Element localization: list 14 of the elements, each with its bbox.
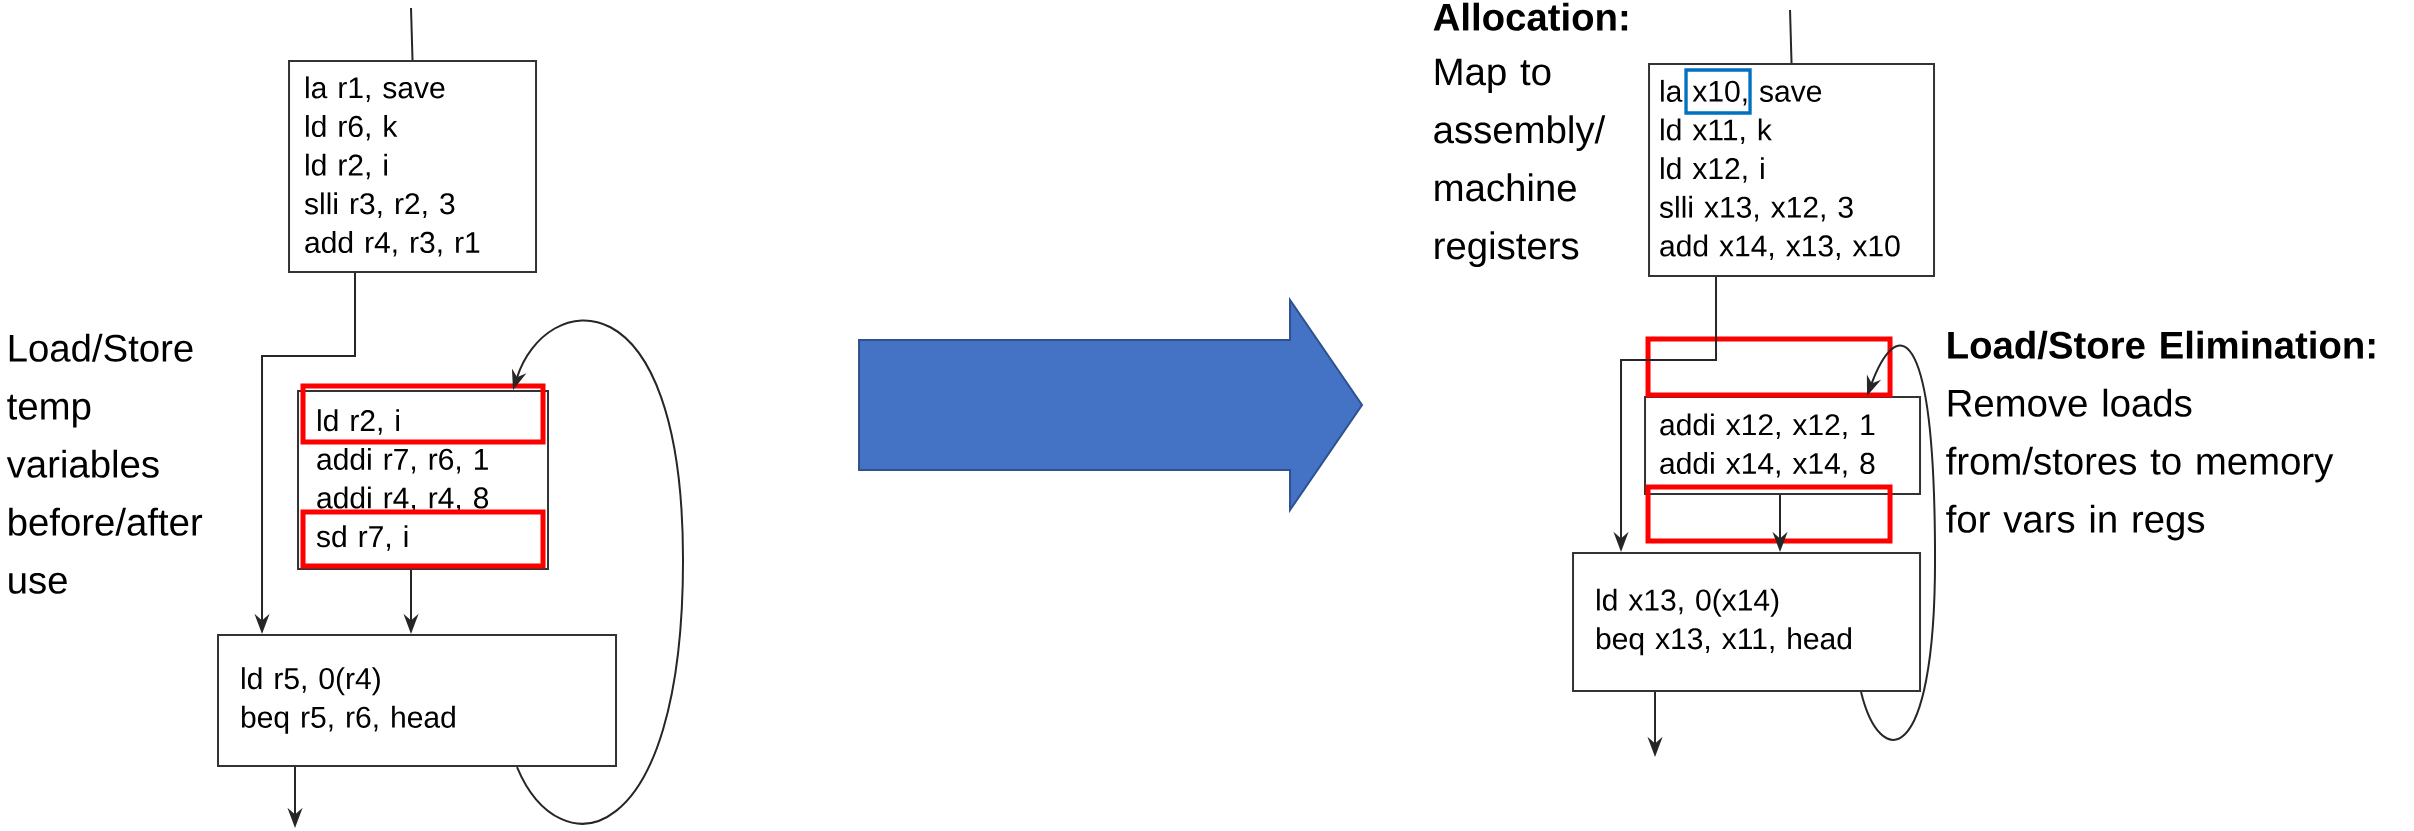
heading: Load/Store Elimination:: [1948, 330, 2375, 360]
annotation-text: Load/Store temp variables before/after use: [6, 333, 203, 594]
code-block: la x10, save ld x11, k ld x12, i slli x13, x12, 3 add x14, x13, x10: [1648, 63, 1936, 277]
code-block: la r1, save ld r6, k ld r2, i slli r3, r2, 3 add r4, r3, r1: [288, 60, 537, 273]
connector-line: [1789, 9, 1793, 64]
code-block: ld x13, 0(x14) beq x13, x11, head: [1572, 552, 1922, 692]
code-block: ld r2, i addi r7, r6, 1 addi r4, r4, 8 sd r7, i: [297, 390, 549, 570]
annotation-text: Map to assembly/ machine registers: [1434, 58, 1606, 267]
annotation-text: Remove loads from/stores to memory for vars in regs: [1946, 388, 2334, 541]
code-block: ld r5, 0(r4) beq r5, r6, head: [217, 634, 617, 767]
connector-line: [410, 7, 414, 61]
heading: Allocation:: [1433, 2, 1628, 31]
code-block: addi x12, x12, 1 addi x14, x14, 8: [1644, 396, 1922, 495]
arrow: [1860, 344, 1937, 741]
